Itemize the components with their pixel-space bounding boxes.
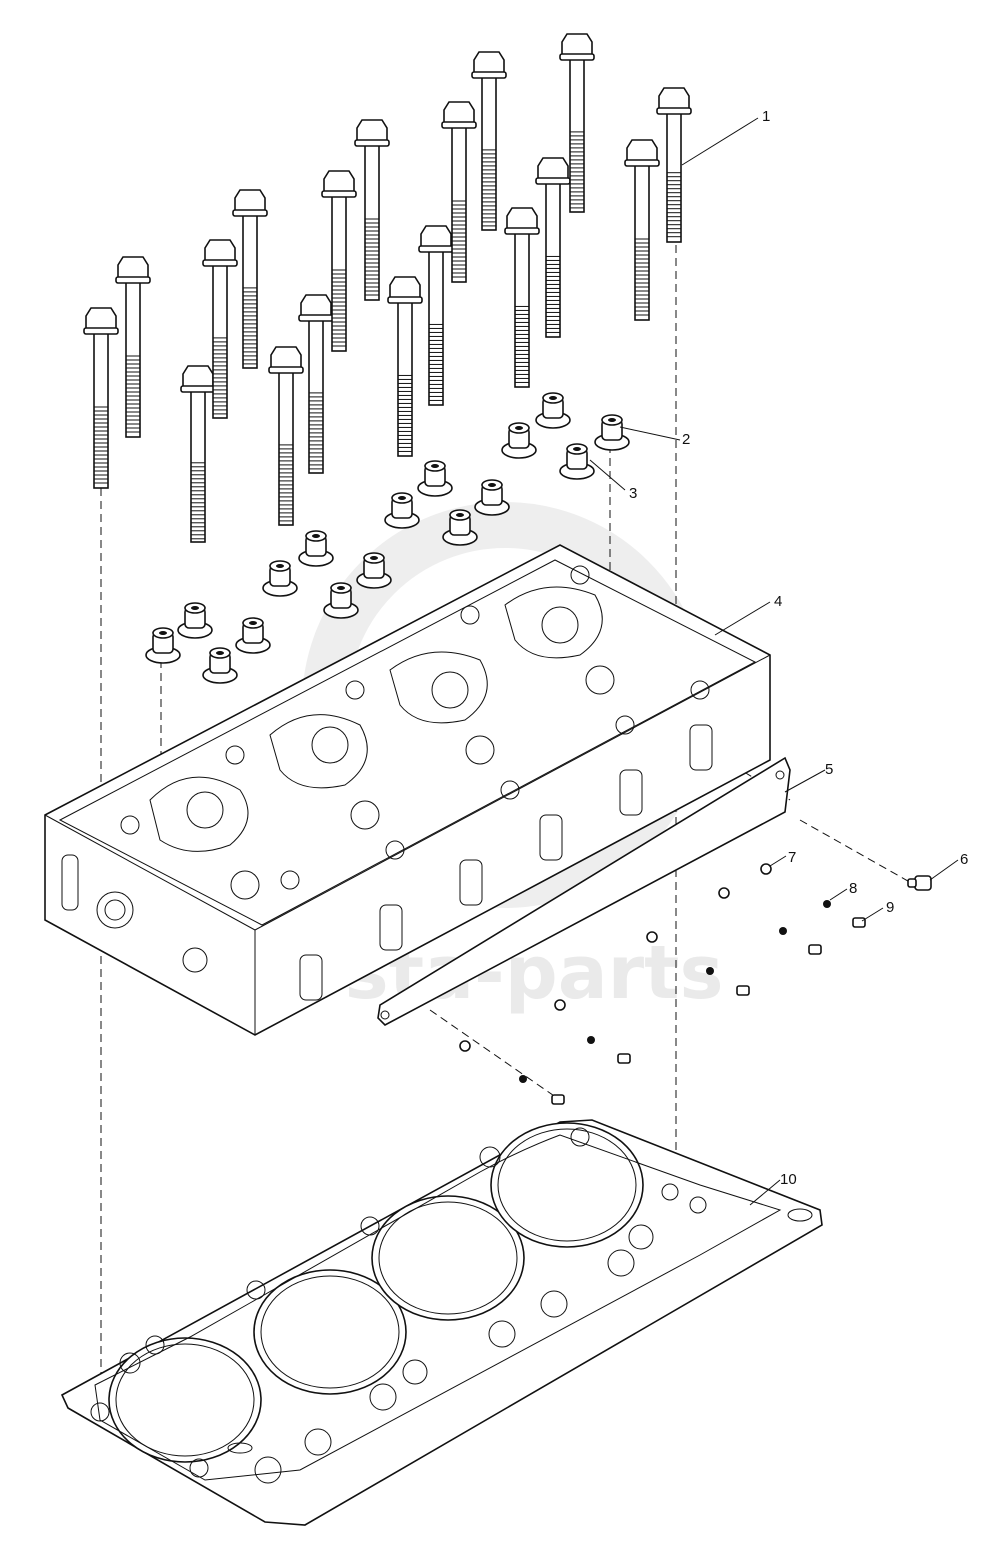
valve-stem-seal [298,530,334,567]
callout-4: 4 [774,593,782,610]
head-bolt [624,139,660,321]
callout-10: 10 [780,1171,797,1188]
head-side-ports [61,724,713,1001]
head-bolt [83,307,119,489]
valve-stem-seal [501,422,537,459]
head-bolt [471,51,507,231]
valve-stem-seal [202,647,238,684]
valve-stem-seal [177,602,213,639]
bolt-6 [907,875,932,891]
valve-stem-seal [559,443,595,480]
head-bolt [180,365,216,543]
callout-1: 1 [762,108,770,125]
callout-5: 5 [825,761,833,778]
callout-7: 7 [788,849,796,866]
head-bolt [115,256,151,438]
callout-8: 8 [849,880,857,897]
cylinder-bore [108,1337,262,1463]
callout-3: 3 [629,485,637,502]
cylinder-head-bolts [83,33,692,543]
head-bolt [441,101,477,283]
head-bolt [202,239,238,419]
valve-stem-seal [145,627,181,664]
head-bolt [418,225,454,406]
small-hardware [459,863,932,1105]
valve-stem-seal [235,617,271,654]
head-bolt [559,33,595,213]
valve-stem-seal [384,492,420,529]
cylinder-bore [490,1122,644,1248]
head-bolt [387,276,423,457]
head-bolt [232,189,268,369]
manifold-gasket [377,756,791,1026]
callout-9: 9 [886,899,894,916]
head-ports [120,565,710,900]
head-bolt [268,346,304,526]
head-bolt [321,170,357,352]
valve-stem-seal [474,479,510,516]
head-bolt [504,207,540,388]
valve-stem-seals [145,392,630,684]
valve-stem-seal [417,460,453,497]
head-bolt [354,119,390,301]
valve-stem-seal [594,414,630,451]
valve-stem-seal [535,392,571,429]
valve-stem-seal [356,552,392,589]
cylinder-bores [108,1122,644,1463]
head-gasket [60,1119,823,1526]
valve-stem-seal [323,582,359,619]
valve-stem-seal [262,560,298,597]
callouts: 1 2 3 4 5 6 7 8 9 10 [589,108,968,1206]
head-bolt [656,87,692,243]
head-bolt [535,157,571,338]
cylinder-head [44,544,771,1036]
cylinder-bore [371,1195,525,1321]
head-bolt [298,294,334,474]
callout-6: 6 [960,851,968,868]
callout-2: 2 [682,431,690,448]
cylinder-bore [253,1269,407,1395]
valve-stem-seal [442,509,478,546]
